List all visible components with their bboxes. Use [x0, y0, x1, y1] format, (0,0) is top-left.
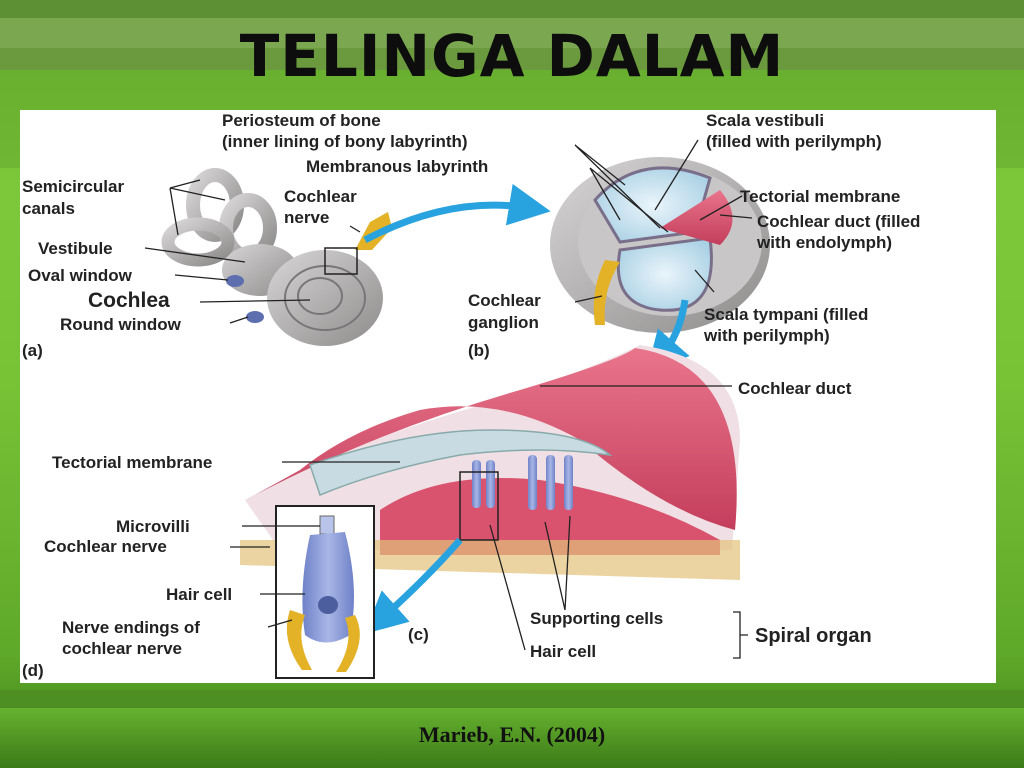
- label-periosteum-1: Periosteum of bone: [222, 111, 381, 130]
- panel-a-leaders: [144, 179, 361, 324]
- round-window-shape: [246, 311, 264, 323]
- label-cochlea: Cochlea: [88, 289, 170, 312]
- panel-label-c: (c): [408, 625, 429, 644]
- cochlear-ganglion-shape: [593, 260, 620, 325]
- zoom-box-c: [459, 471, 499, 541]
- supporting-cells-mass: [380, 478, 720, 555]
- footer-band-top: [0, 690, 1024, 708]
- hair-cell-nucleus: [318, 596, 338, 614]
- arrow-c-to-d: [364, 537, 463, 634]
- nerve-ending-left: [286, 610, 312, 670]
- label-scala-tympani-1: Scala tympani (filled: [704, 305, 868, 324]
- slide-title: TELINGA DALAM: [239, 22, 785, 90]
- panel-c-leaders: [230, 385, 748, 659]
- inner-ear-diagram: Semicircular canals Vestibule Oval windo…: [22, 111, 920, 680]
- label-cochlear-nerve-a-1: Cochlear: [284, 187, 357, 206]
- label-spiral-organ: Spiral organ: [755, 625, 872, 647]
- hair-cell-d-body: [302, 532, 354, 643]
- label-nerve-endings-2: cochlear nerve: [62, 639, 182, 658]
- label-oval-window: Oval window: [28, 266, 133, 285]
- label-nerve-endings-1: Nerve endings of: [62, 618, 200, 637]
- header-band-light: [0, 18, 1024, 48]
- label-scala-tympani-2: with perilymph): [703, 326, 830, 345]
- label-cochlear-nerve-c: Cochlear nerve: [44, 537, 167, 556]
- label-scala-vestibuli-1: Scala vestibuli: [706, 111, 824, 130]
- zoom-box-a: [324, 247, 358, 275]
- label-semicircular-2: canals: [22, 199, 75, 218]
- nerve-ending-right: [336, 615, 360, 672]
- label-semicircular-1: Semicircular: [22, 177, 124, 196]
- cochlear-duct-b-shape: [660, 190, 733, 245]
- panel-d-hair-cell: [275, 505, 375, 679]
- inner-ear-figure: Semicircular canals Vestibule Oval windo…: [20, 110, 996, 683]
- label-tectorial-membrane-c: Tectorial membrane: [52, 453, 212, 472]
- label-cochlear-nerve-a-2: nerve: [284, 208, 329, 227]
- panel-label-b: (b): [468, 341, 490, 360]
- label-microvilli: Microvilli: [116, 517, 190, 536]
- label-cochlear-ganglion-2: ganglion: [468, 313, 539, 332]
- panel-d-leaders: [242, 525, 320, 628]
- hair-cell-c-3: [528, 455, 537, 510]
- scala-tympani-shape: [616, 236, 713, 312]
- label-vestibule: Vestibule: [38, 239, 113, 258]
- hair-cell-c-5: [564, 455, 573, 510]
- oval-window-shape: [226, 275, 244, 287]
- label-cochlear-ganglion-1: Cochlear: [468, 291, 541, 310]
- tectorial-membrane-shape: [309, 429, 613, 497]
- label-cochlear-duct-b-2: with endolymph): [756, 233, 892, 252]
- label-scala-vestibuli-2: (filled with perilymph): [706, 132, 882, 151]
- hair-cell-c-2: [486, 460, 495, 508]
- hair-cell-c-1: [472, 460, 481, 508]
- citation-caption: Marieb, E.N. (2004): [418, 722, 606, 747]
- label-cochlear-duct-c: Cochlear duct: [738, 379, 852, 398]
- cochlear-duct-c-shape: [255, 348, 737, 530]
- panel-label-a: (a): [22, 341, 43, 360]
- header-band-dark: [0, 0, 1024, 18]
- label-periosteum-2: (inner lining of bony labyrinth): [222, 132, 468, 151]
- label-hair-cell-d: Hair cell: [166, 585, 232, 604]
- label-cochlear-duct-b-1: Cochlear duct (filled: [757, 212, 920, 231]
- panel-label-d: (d): [22, 661, 44, 680]
- panel-b-leaders: [574, 139, 753, 303]
- label-supporting-cells: Supporting cells: [530, 609, 663, 628]
- header-band-mid: [0, 48, 1024, 70]
- footer-band: [0, 708, 1024, 768]
- arrow-a-to-b: [363, 183, 551, 244]
- hair-cell-c-4: [546, 455, 555, 510]
- label-hair-cell-c: Hair cell: [530, 642, 596, 661]
- cochlea-turn-2: [297, 277, 343, 315]
- semicircular-canal-3: [161, 217, 235, 267]
- label-round-window: Round window: [60, 315, 182, 334]
- cochlear-nerve-a-shape: [355, 212, 392, 250]
- label-membranous-labyrinth: Membranous labyrinth: [306, 157, 488, 176]
- panel-b-cross-section: [550, 157, 770, 333]
- label-tectorial-membrane-b: Tectorial membrane: [740, 187, 900, 206]
- microvilli-shape: [319, 515, 335, 535]
- panel-a-labyrinth: [161, 168, 392, 346]
